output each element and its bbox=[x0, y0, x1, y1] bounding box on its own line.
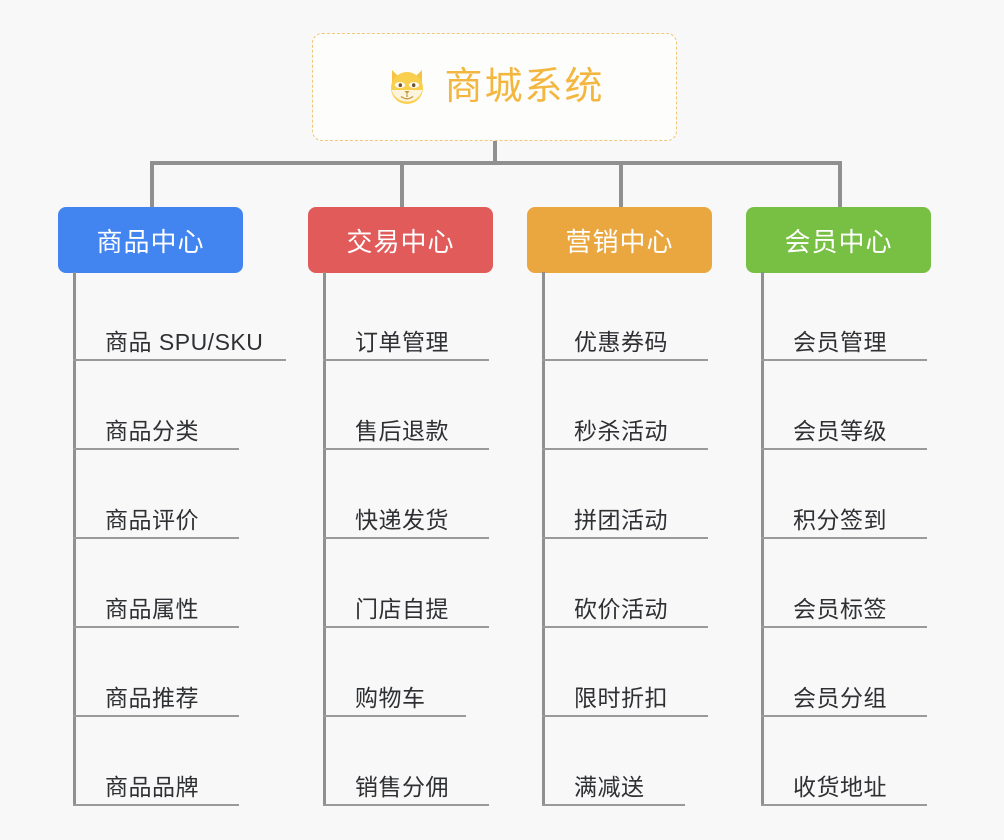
leaf-item[interactable]: 满减送 bbox=[542, 717, 685, 806]
leaf-item[interactable]: 商品品牌 bbox=[73, 717, 239, 806]
leaf-item[interactable]: 销售分佣 bbox=[323, 717, 489, 806]
column-trunk-1 bbox=[73, 272, 76, 806]
leaf-item[interactable]: 商品属性 bbox=[73, 539, 239, 628]
leaf-item[interactable]: 商品 SPU/SKU bbox=[73, 272, 286, 361]
leaf-label: 门店自提 bbox=[355, 595, 449, 622]
leaf-label: 会员管理 bbox=[793, 328, 887, 355]
leaf-label: 商品属性 bbox=[105, 595, 199, 622]
leaf-item[interactable]: 商品分类 bbox=[73, 361, 239, 450]
leaf-item[interactable]: 会员管理 bbox=[761, 272, 927, 361]
leaf-item[interactable]: 砍价活动 bbox=[542, 539, 708, 628]
category-label-3: 营销中心 bbox=[565, 226, 674, 257]
leaf-item[interactable]: 商品评价 bbox=[73, 450, 239, 539]
leaf-label: 售后退款 bbox=[355, 417, 449, 444]
leaf-label: 优惠券码 bbox=[574, 328, 668, 355]
leaf-label: 商品评价 bbox=[105, 506, 199, 533]
leaf-label: 商品 SPU/SKU bbox=[105, 328, 264, 355]
leaf-item[interactable]: 售后退款 bbox=[323, 361, 489, 450]
category-header-1[interactable]: 商品中心 bbox=[58, 207, 243, 273]
leaf-item[interactable]: 积分签到 bbox=[761, 450, 927, 539]
leaf-item[interactable]: 收货地址 bbox=[761, 717, 927, 806]
leaf-label: 商品推荐 bbox=[105, 684, 199, 711]
leaf-item[interactable]: 门店自提 bbox=[323, 539, 489, 628]
leaf-label: 订单管理 bbox=[355, 328, 449, 355]
leaf-label: 商品分类 bbox=[105, 417, 199, 444]
leaf-item[interactable]: 会员等级 bbox=[761, 361, 927, 450]
leaf-item[interactable]: 会员分组 bbox=[761, 628, 927, 717]
dog-face-icon bbox=[384, 64, 430, 110]
leaf-label: 商品品牌 bbox=[105, 773, 199, 800]
leaf-label: 积分签到 bbox=[793, 506, 887, 533]
connector-drop-4 bbox=[838, 163, 842, 209]
column-trunk-4 bbox=[761, 272, 764, 806]
leaf-label: 拼团活动 bbox=[574, 506, 668, 533]
leaf-label: 满减送 bbox=[574, 773, 645, 800]
leaf-item[interactable]: 限时折扣 bbox=[542, 628, 708, 717]
connector-horizontal-bus bbox=[150, 161, 842, 165]
category-header-4[interactable]: 会员中心 bbox=[746, 207, 931, 273]
category-header-3[interactable]: 营销中心 bbox=[527, 207, 712, 273]
leaf-label: 收货地址 bbox=[793, 773, 887, 800]
category-label-4: 会员中心 bbox=[784, 226, 893, 257]
leaf-label: 会员分组 bbox=[793, 684, 887, 711]
leaf-item[interactable]: 秒杀活动 bbox=[542, 361, 708, 450]
connector-drop-1 bbox=[150, 163, 154, 209]
leaf-item[interactable]: 订单管理 bbox=[323, 272, 489, 361]
leaf-label: 快递发货 bbox=[355, 506, 449, 533]
leaf-label: 秒杀活动 bbox=[574, 417, 668, 444]
leaf-item[interactable]: 购物车 bbox=[323, 628, 466, 717]
leaf-item[interactable]: 快递发货 bbox=[323, 450, 489, 539]
column-trunk-3 bbox=[542, 272, 545, 806]
leaf-item[interactable]: 商品推荐 bbox=[73, 628, 239, 717]
column-trunk-2 bbox=[323, 272, 326, 806]
leaf-label: 购物车 bbox=[355, 684, 426, 711]
leaf-item[interactable]: 会员标签 bbox=[761, 539, 927, 628]
leaf-label: 限时折扣 bbox=[574, 684, 668, 711]
root-node-shop-system[interactable]: 商城系统 bbox=[312, 33, 677, 141]
connector-root-stem bbox=[493, 141, 497, 163]
category-label-1: 商品中心 bbox=[96, 226, 205, 257]
root-title: 商城系统 bbox=[444, 66, 605, 108]
leaf-label: 销售分佣 bbox=[355, 773, 449, 800]
leaf-item[interactable]: 优惠券码 bbox=[542, 272, 708, 361]
leaf-label: 会员标签 bbox=[793, 595, 887, 622]
leaf-label: 会员等级 bbox=[793, 417, 887, 444]
leaf-item[interactable]: 拼团活动 bbox=[542, 450, 708, 539]
connector-drop-2 bbox=[400, 163, 404, 209]
category-header-2[interactable]: 交易中心 bbox=[308, 207, 493, 273]
connector-drop-3 bbox=[619, 163, 623, 209]
leaf-label: 砍价活动 bbox=[574, 595, 668, 622]
category-label-2: 交易中心 bbox=[346, 226, 455, 257]
